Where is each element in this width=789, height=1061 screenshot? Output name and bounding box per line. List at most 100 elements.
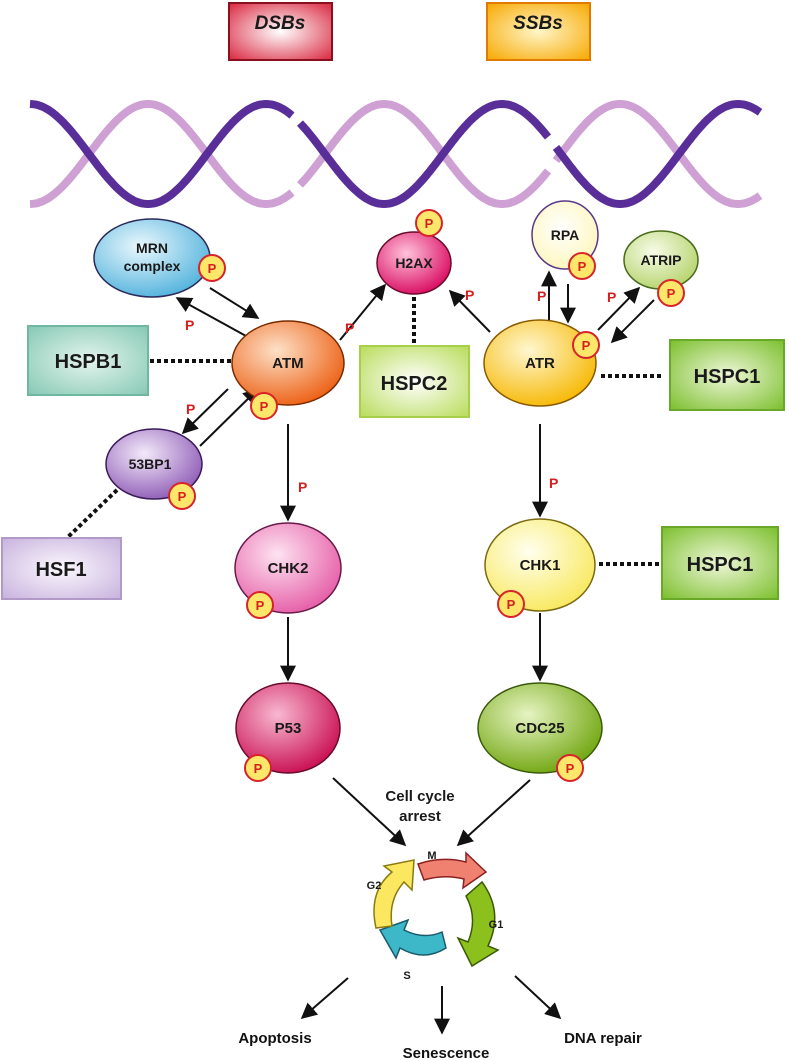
cell-cycle-title-line2: arrest (399, 808, 441, 825)
g1-phase-arrow (456, 880, 500, 968)
h2ax-node: H2AX (376, 231, 452, 295)
cell-cycle-title: Cell cycle arrest (385, 788, 454, 825)
dsb-header-label: DSBs (255, 13, 306, 34)
g1-phase-label: G1 (489, 919, 504, 931)
hspc1-bottom-label: HSPC1 (687, 554, 754, 576)
h2ax-label: H2AX (395, 255, 433, 271)
atm-to-mrn-arrow (175, 297, 247, 337)
rpa-label: RPA (551, 227, 580, 243)
phosphate-badge-label: P (578, 259, 587, 274)
hspc1-top-label: HSPC1 (694, 366, 761, 388)
dsb-header-box: DSBs (228, 2, 333, 61)
p53-label: P53 (275, 720, 302, 737)
mrn-label-line1: MRN (136, 240, 168, 256)
hspc1-box-top: HSPC1 (669, 339, 785, 411)
phosphate-badge-label: P (667, 286, 676, 301)
m-phase-label: M (427, 850, 436, 862)
p-label-atr-chk1: P (549, 475, 558, 491)
rpa-node: RPA (531, 200, 599, 270)
cdc25-label: CDC25 (515, 720, 564, 737)
phosphate-badge-h2ax: P (415, 209, 443, 237)
cell-cycle-title-line1: Cell cycle (385, 788, 454, 805)
p53-node: P53 (235, 682, 341, 774)
phosphate-badge-label: P (256, 598, 265, 613)
mrn-to-atm-arrow (209, 287, 260, 319)
hsf1-label: HSF1 (35, 559, 86, 581)
chk2-label: CHK2 (268, 560, 309, 577)
phosphate-badge-label: P (260, 399, 269, 414)
g2-phase-arrow (373, 859, 415, 929)
53bp1-node: 53BP1 (105, 428, 203, 500)
arrows (175, 270, 655, 1035)
atm-node: ATM (231, 320, 345, 406)
phosphate-badge-rpa: P (568, 252, 596, 280)
phosphate-badge-53bp1: P (168, 482, 196, 510)
chk1-label: CHK1 (520, 557, 561, 574)
phosphate-badge-chk1: P (497, 590, 525, 618)
dna-double-helix (29, 99, 763, 209)
atm-label: ATM (272, 355, 303, 372)
m-phase-arrow (417, 851, 488, 890)
hsf1-53bp1-line (66, 488, 119, 539)
dna-dark-strand-3 (552, 99, 763, 209)
p-label-atm-chk2: P (298, 479, 307, 495)
senescence-label: Senescence (403, 1045, 490, 1061)
phosphate-badge-label: P (582, 338, 591, 353)
phosphate-badge-label: P (178, 489, 187, 504)
g2-phase-label: G2 (367, 880, 382, 892)
phosphate-badge-cdc25: P (556, 754, 584, 782)
hspb1-box: HSPB1 (27, 325, 149, 396)
53bp1-label: 53BP1 (129, 456, 172, 472)
cdc25-node: CDC25 (477, 682, 603, 774)
hspc2-box: HSPC2 (359, 345, 470, 418)
dna-repair-label: DNA repair (564, 1030, 642, 1047)
phosphate-badge-atm: P (250, 392, 278, 420)
ssb-header-box: SSBs (486, 2, 591, 61)
to-dna-repair-arrow (514, 975, 562, 1020)
chk2-node: CHK2 (234, 522, 342, 614)
atm-to-53bp1-arrow (181, 388, 229, 435)
dna-dark-strand-2 (297, 99, 552, 209)
p-label-atr-rpa: P (537, 288, 546, 304)
hspb1-label: HSPB1 (55, 351, 122, 373)
p-label-atm-h2ax: P (345, 320, 354, 336)
hspc2-label: HSPC2 (381, 373, 448, 395)
phosphate-badge-label: P (566, 761, 575, 776)
dna-light-strand-1 (29, 99, 295, 209)
phosphate-badge-label: P (425, 216, 434, 231)
phosphate-badge-label: P (507, 597, 516, 612)
chk1-node: CHK1 (484, 518, 596, 612)
p-label-atm-mrn: P (185, 317, 194, 333)
dna-dark-strand-1 (29, 99, 295, 209)
atr-to-atrip-arrow (597, 286, 641, 331)
to-apoptosis-arrow (300, 977, 349, 1020)
cdc25-to-cell-cycle-arrow (456, 779, 531, 847)
phosphate-badge-atr: P (572, 331, 600, 359)
s-phase-label: S (403, 970, 410, 982)
interaction-lines (66, 283, 664, 566)
phosphate-badge-mrn: P (198, 254, 226, 282)
p-label-atr-h2ax: P (465, 287, 474, 303)
atrip-to-atr-arrow (610, 299, 655, 344)
atr-to-h2ax-arrow (448, 289, 491, 333)
atr-label: ATR (525, 355, 555, 372)
mrn-complex-node: MRN complex (93, 218, 211, 298)
phosphate-badges: P P P P P P P P P P P (168, 209, 685, 782)
atrip-node: ATRIP (623, 230, 699, 290)
dna-light-strand-2 (297, 99, 552, 209)
atm-to-h2ax-arrow (339, 283, 387, 341)
atr-node: ATR (483, 319, 597, 407)
phosphate-badge-chk2: P (246, 591, 274, 619)
p-label-atr-atrip: P (607, 289, 616, 305)
ssb-header-label: SSBs (513, 13, 563, 34)
phosphate-badge-label: P (208, 261, 217, 276)
phosphate-badge-atrip: P (657, 279, 685, 307)
mrn-label-line2: complex (124, 258, 181, 274)
phosphate-badge-label: P (254, 761, 263, 776)
s-phase-arrow (378, 918, 447, 960)
phospho-arrow-labels: P P P P P P P P (185, 287, 616, 495)
cell-cycle-wheel: M G1 S G2 (367, 850, 504, 982)
hsf1-box: HSF1 (1, 537, 122, 600)
53bp1-to-atm-arrow (199, 387, 260, 447)
